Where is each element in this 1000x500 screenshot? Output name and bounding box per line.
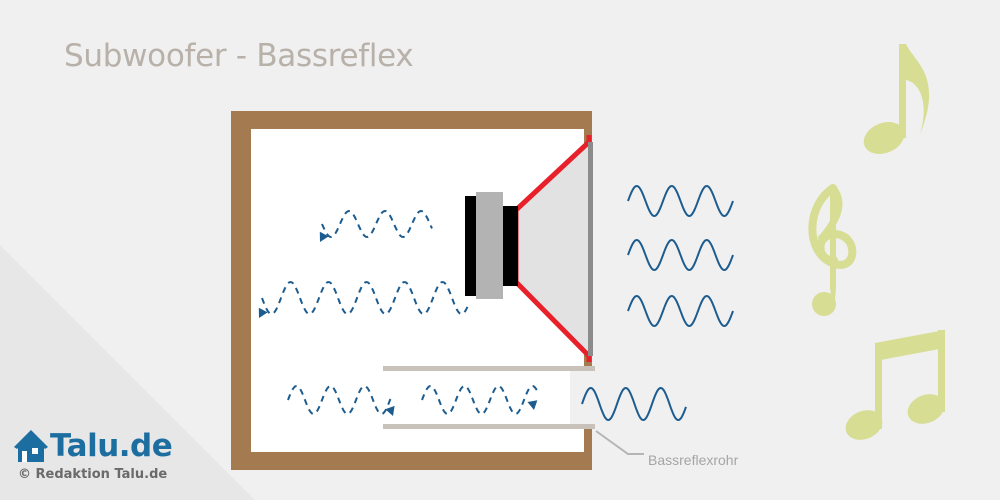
wave-arrow (319, 231, 329, 242)
copyright-notice: © Redaktion Talu.de (18, 467, 168, 482)
brand-logo: Talu.de (16, 428, 173, 464)
wave-arrow (258, 307, 268, 318)
beamed-notes-icon (845, 330, 945, 440)
inner-wave (287, 385, 393, 415)
inner-wave (261, 281, 469, 315)
music-notes (808, 44, 945, 440)
port-tube-bottom (383, 424, 595, 429)
port-tube-top (383, 366, 595, 371)
outer-wave (627, 238, 734, 272)
outer-wave (627, 294, 734, 328)
wave-arrow (385, 405, 395, 416)
wave-arrow (527, 400, 538, 410)
subwoofer-enclosure (231, 111, 594, 470)
inner-wave (321, 209, 433, 239)
treble-clef-icon (808, 184, 857, 316)
port-opening (570, 367, 594, 429)
port-label-leader (595, 430, 644, 455)
house-logo-icon (14, 430, 48, 462)
outer-wave (627, 184, 734, 218)
speaker-front-edge (588, 142, 593, 356)
speaker-driver (465, 135, 593, 362)
port-outlet-wave (581, 386, 687, 422)
bass-reflex-port (383, 366, 644, 455)
background-shade (0, 245, 255, 500)
eighth-note-icon (863, 44, 930, 154)
magnet (476, 192, 503, 299)
voice-coil (502, 206, 518, 286)
page-title: Subwoofer - Bassreflex (64, 38, 414, 74)
outer-sound-waves (581, 184, 734, 422)
brand-name: Talu.de (50, 428, 173, 464)
inner-wave (421, 385, 538, 415)
magnet-back-plate (465, 196, 477, 296)
port-label: Bassreflexrohr (648, 452, 739, 468)
inner-sound-waves (258, 209, 538, 416)
